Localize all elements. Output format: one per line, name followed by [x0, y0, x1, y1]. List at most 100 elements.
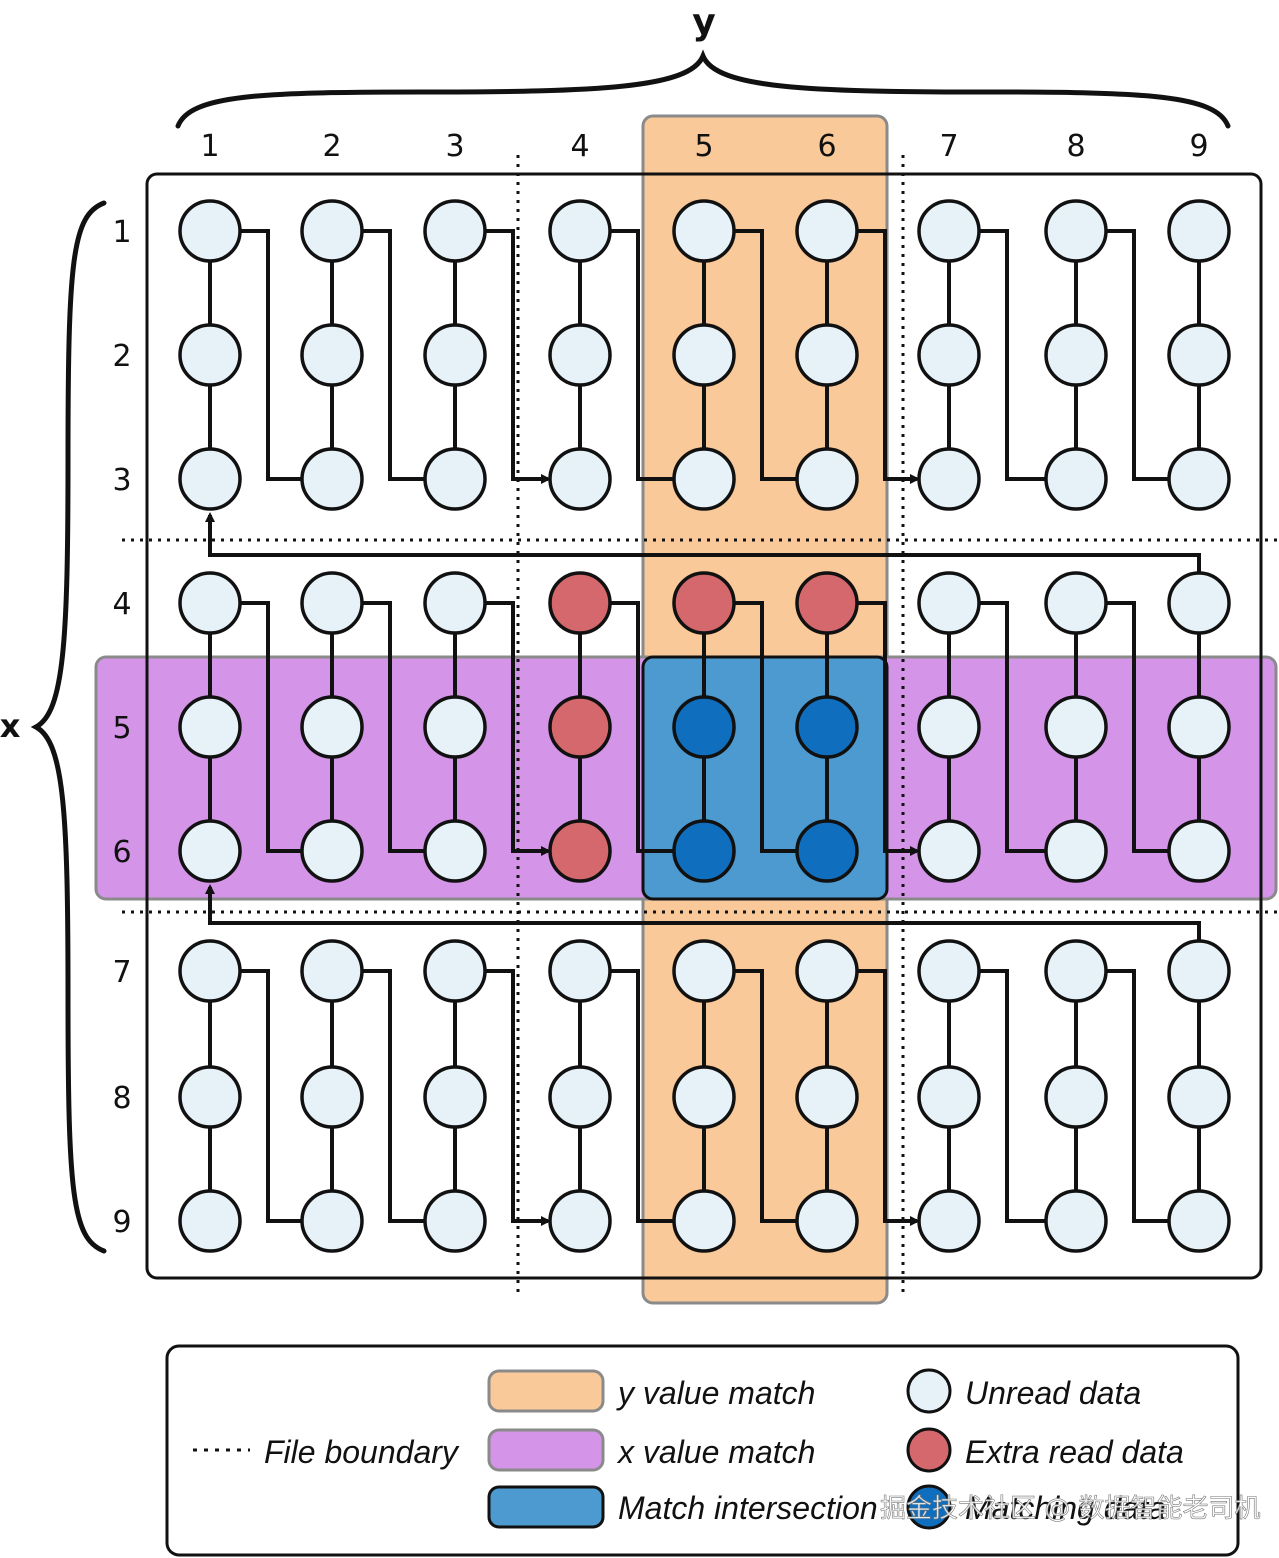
file-crossing-link	[857, 229, 920, 484]
unread-data-node	[917, 323, 981, 387]
unread-data-node	[795, 447, 859, 511]
unread-data-node	[300, 819, 364, 883]
unread-data-node	[423, 447, 487, 511]
column-tick-label: 5	[694, 129, 713, 164]
unread-data-node	[300, 323, 364, 387]
step-link	[734, 229, 797, 481]
column-tick-label: 8	[1066, 129, 1085, 164]
row-tick-label: 6	[112, 835, 131, 870]
legend-unread-label: Unread data	[965, 1375, 1141, 1411]
unread-data-node	[423, 939, 487, 1003]
unread-data-node	[1044, 571, 1108, 635]
unread-data-node	[1167, 571, 1231, 635]
unread-data-node	[917, 199, 981, 263]
unread-data-node	[178, 1189, 242, 1253]
legend-x-match-label: x value match	[616, 1434, 815, 1470]
column-tick-label: 4	[570, 129, 589, 164]
y-axis-brace	[175, 49, 1231, 129]
file-crossing-link	[485, 601, 551, 856]
step-link	[610, 601, 674, 853]
unread-data-node	[300, 447, 364, 511]
step-link	[610, 969, 674, 1223]
x-match-swatch	[487, 1428, 605, 1472]
column-tick-label: 3	[445, 129, 464, 164]
y-match-swatch	[487, 1369, 605, 1413]
unread-data-node	[917, 1065, 981, 1129]
step-link	[240, 229, 302, 481]
unread-data-node	[795, 1065, 859, 1129]
unread-data-node	[548, 199, 612, 263]
unread-data-node	[178, 323, 242, 387]
unread-data-node	[548, 939, 612, 1003]
legend-file-boundary-label: File boundary	[264, 1434, 460, 1470]
row-tick-label: 8	[112, 1081, 131, 1116]
unread-data-node	[300, 571, 364, 635]
file-crossing-link	[485, 229, 551, 484]
watermark: 掘金技术社区 @ 数据智能老司机	[880, 1494, 1261, 1524]
column-tick-label: 9	[1189, 129, 1208, 164]
unread-data-swatch	[906, 1368, 952, 1414]
x-axis-label: x	[0, 707, 21, 745]
unread-data-node	[795, 199, 859, 263]
extra-read-swatch	[906, 1427, 952, 1473]
unread-data-node	[1167, 447, 1231, 511]
unread-data-node	[1167, 1065, 1231, 1129]
step-link	[240, 601, 302, 853]
unread-data-node	[917, 939, 981, 1003]
row-tick-label: 3	[112, 463, 131, 498]
unread-data-node	[423, 1065, 487, 1129]
unread-data-node	[1044, 447, 1108, 511]
file-crossing-link	[857, 969, 920, 1226]
matching-data-node	[672, 819, 736, 883]
unread-data-node	[917, 819, 981, 883]
unread-data-node	[917, 571, 981, 635]
unread-data-node	[672, 323, 736, 387]
unread-data-node	[1044, 695, 1108, 759]
legend-matching-label: Matching data	[965, 1490, 1166, 1526]
data-nodes	[178, 199, 1231, 1253]
extra-read-data-node	[672, 571, 736, 635]
column-tick-label: 1	[200, 129, 219, 164]
y-axis-label: y	[692, 2, 715, 43]
legend: File boundary y value match x value matc…	[165, 1344, 1261, 1557]
unread-data-node	[1044, 1189, 1108, 1253]
unread-data-node	[795, 1189, 859, 1253]
unread-data-node	[300, 1065, 364, 1129]
unread-data-node	[178, 447, 242, 511]
unread-data-node	[917, 1189, 981, 1253]
step-link	[734, 969, 797, 1223]
step-link	[979, 969, 1046, 1223]
step-link	[1106, 601, 1169, 853]
row-tick-label: 9	[112, 1205, 131, 1240]
step-link	[734, 601, 797, 853]
x-axis-brace	[30, 200, 107, 1254]
unread-data-node	[672, 199, 736, 263]
step-link	[1106, 229, 1169, 481]
unread-data-node	[423, 323, 487, 387]
unread-data-node	[548, 1065, 612, 1129]
block-return-link	[205, 512, 1201, 573]
unread-data-node	[917, 447, 981, 511]
unread-data-node	[423, 819, 487, 883]
unread-data-node	[1044, 1065, 1108, 1129]
row-tick-label: 2	[112, 339, 131, 374]
row-tick-label: 7	[112, 955, 131, 990]
step-link	[240, 969, 302, 1223]
unread-data-node	[672, 447, 736, 511]
unread-data-node	[178, 939, 242, 1003]
unread-data-node	[1044, 323, 1108, 387]
step-link	[1106, 969, 1169, 1223]
legend-extra-label: Extra read data	[965, 1434, 1184, 1470]
unread-data-node	[917, 695, 981, 759]
matching-data-swatch	[906, 1484, 952, 1530]
unread-data-node	[423, 199, 487, 263]
unread-data-node	[1044, 199, 1108, 263]
legend-frame	[165, 1344, 1240, 1557]
step-link	[362, 601, 425, 853]
step-link	[979, 229, 1046, 481]
file-boundaries	[122, 155, 1279, 1295]
unread-data-node	[1167, 1189, 1231, 1253]
unread-data-node	[795, 939, 859, 1003]
